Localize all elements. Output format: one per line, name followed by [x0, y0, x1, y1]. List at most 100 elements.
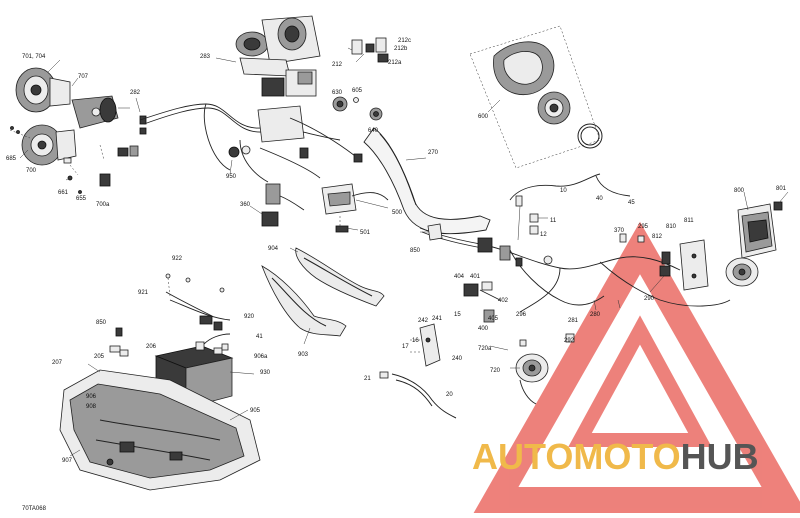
callout-283: 283	[200, 54, 211, 60]
starter-motor	[71, 95, 130, 129]
callout-707: 707	[78, 74, 89, 80]
callout-720: 720	[490, 368, 501, 374]
callout-404: 404	[454, 274, 465, 280]
bracket-810-812	[659, 239, 709, 291]
callout-10: 10	[560, 188, 567, 194]
cover-904	[295, 247, 385, 307]
callout-45: 45	[628, 200, 635, 206]
callout-206: 206	[146, 344, 157, 350]
fuse-box-500	[321, 183, 389, 233]
callout-270: 270	[428, 150, 439, 156]
callout-16: 16	[412, 338, 419, 344]
callout-685: 685	[6, 156, 17, 162]
callout-295: 295	[638, 224, 649, 230]
callout-292: 292	[564, 338, 575, 344]
callout-290: 290	[644, 296, 655, 302]
callout-240: 240	[452, 356, 463, 362]
callout-282: 282	[130, 90, 141, 96]
battery-tray-905	[59, 369, 261, 491]
horn-720	[515, 353, 549, 405]
callout-700a: 700a	[96, 202, 110, 208]
sensors-630-640	[332, 96, 383, 121]
callout-241: 241	[432, 316, 443, 322]
callout-908: 908	[86, 404, 97, 410]
main-wiring-harness	[139, 103, 363, 227]
callout-930: 930	[260, 370, 271, 376]
relay-400-405	[463, 281, 501, 323]
watermark-brand-text: AUTOMOTOHUB	[472, 436, 759, 478]
wire-10-40	[509, 173, 631, 241]
callout-801: 801	[776, 186, 787, 192]
callout-661: 661	[58, 190, 69, 196]
sensor-292	[519, 333, 575, 347]
callout-370: 370	[614, 228, 625, 234]
callout-810: 810	[666, 224, 677, 230]
clamp-21	[379, 371, 389, 379]
strap-206	[109, 327, 129, 357]
bracket-240	[410, 323, 441, 367]
callout-907: 907	[62, 458, 73, 464]
callout-12: 12	[540, 232, 547, 238]
callout-906: 906	[86, 394, 97, 400]
relay-box-212	[347, 37, 389, 63]
callout-905: 905	[250, 408, 261, 414]
callout-205: 205	[94, 354, 105, 360]
callout-921: 921	[138, 290, 149, 296]
callout-800: 800	[734, 188, 745, 194]
leader-lines	[19, 53, 789, 457]
relays-295-370	[619, 233, 645, 243]
callout-17: 17	[402, 344, 409, 350]
regulator-assembly	[21, 124, 77, 166]
battery-cable-41	[203, 333, 231, 351]
callout-401: 401	[470, 274, 481, 280]
canister-850	[427, 223, 443, 241]
small-fasteners-left	[9, 126, 111, 194]
callout-280: 280	[590, 312, 601, 318]
callout-labels: 701, 704 707 282 283 212 212c 212b 212a …	[6, 38, 787, 464]
callout-212b: 212b	[394, 46, 408, 52]
callout-906a: 906a	[254, 354, 268, 360]
callout-904: 904	[268, 246, 279, 252]
horn-720-right	[725, 257, 759, 287]
callout-20: 20	[446, 392, 453, 398]
callout-40: 40	[596, 196, 603, 202]
intake-hose-270	[363, 127, 491, 235]
callout-600: 600	[478, 114, 489, 120]
watermark-brand-part1: AUTOMOTO	[472, 436, 681, 477]
watermark-brand-part2: HUB	[680, 436, 759, 477]
callout-640: 640	[368, 128, 379, 134]
callout-903: 903	[298, 352, 309, 358]
control-module-800	[737, 201, 783, 259]
callout-41: 41	[256, 334, 263, 340]
callout-812: 812	[652, 234, 663, 240]
callout-850: 850	[410, 248, 421, 254]
callout-920: 920	[244, 314, 255, 320]
throttle-body-assembly	[235, 15, 321, 77]
callout-655: 655	[76, 196, 87, 202]
callout-360: 360	[240, 202, 251, 208]
relay-connectors	[117, 115, 147, 157]
callout-15: 15	[454, 312, 461, 318]
callout-950: 950	[226, 174, 237, 180]
callout-400: 400	[478, 326, 489, 332]
callout-850-left: 850	[96, 320, 107, 326]
callout-701-704: 701, 704	[22, 54, 46, 60]
figure-reference: 70TA068	[22, 506, 47, 512]
relay-11-12	[529, 213, 548, 235]
callout-501: 501	[360, 230, 371, 236]
cover-903	[261, 265, 347, 337]
callout-922: 922	[172, 256, 183, 262]
callout-500: 500	[392, 210, 403, 216]
watermark-triangle-logo	[473, 221, 800, 513]
callout-405: 405	[488, 316, 499, 322]
callout-700: 700	[26, 168, 37, 174]
callout-402: 402	[498, 298, 509, 304]
callout-605: 605	[352, 88, 363, 94]
callout-11: 11	[550, 218, 557, 224]
rear-wiring-harness	[419, 227, 731, 313]
callout-212a: 212a	[388, 60, 402, 66]
callout-811: 811	[684, 218, 694, 224]
callout-21: 21	[364, 376, 371, 382]
